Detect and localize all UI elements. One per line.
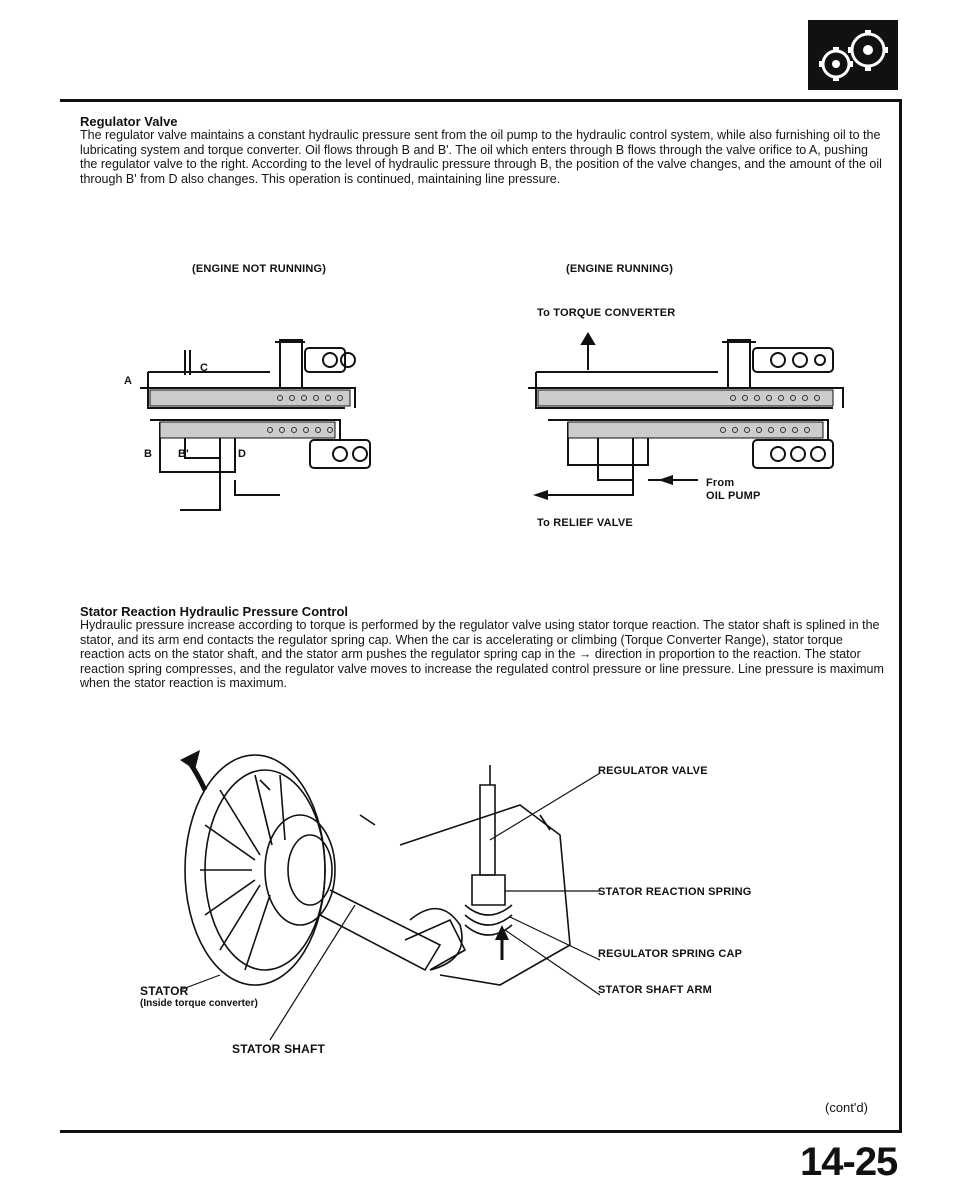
stator-sub-callout: (Inside torque converter) [140, 998, 258, 1009]
regulator-valve-callout: REGULATOR VALVE [598, 765, 708, 777]
port-d-label: D [238, 448, 246, 460]
stator-shaft-arm-callout: STATOR SHAFT ARM [598, 984, 712, 996]
top-rule [60, 99, 902, 102]
port-b-prime-label: B' [178, 448, 189, 460]
regulator-valve-diagram-engine-running [508, 330, 848, 520]
regulator-valve-paragraph: The regulator valve maintains a constant… [80, 128, 886, 186]
stator-reaction-paragraph: Hydraulic pressure increase according to… [80, 618, 886, 691]
to-torque-converter-label: To TORQUE CONVERTER [537, 307, 675, 319]
engine-running-title: (ENGINE RUNNING) [566, 263, 673, 275]
stator-reaction-spring-callout: STATOR REACTION SPRING [598, 886, 752, 898]
stator-shaft-callout: STATOR SHAFT [232, 1042, 325, 1056]
regulator-spring-cap-callout: REGULATOR SPRING CAP [598, 948, 742, 960]
port-c-label: C [200, 362, 208, 374]
continued-note: (cont'd) [825, 1100, 868, 1115]
right-rule [899, 99, 902, 1132]
page-number: 14-25 [800, 1140, 897, 1185]
to-relief-valve-label: To RELIEF VALVE [537, 517, 633, 529]
transmission-section-icon [808, 20, 898, 90]
regulator-valve-diagram-engine-off [120, 330, 380, 520]
stator-callout: STATOR [140, 984, 189, 998]
stator-reaction-heading: Stator Reaction Hydraulic Pressure Contr… [80, 604, 348, 619]
bottom-rule [60, 1130, 902, 1133]
port-a-label: A [124, 375, 132, 387]
from-label: From [706, 477, 734, 489]
oil-pump-label: OIL PUMP [706, 490, 761, 502]
port-b-label: B [144, 448, 152, 460]
regulator-valve-heading: Regulator Valve [80, 114, 178, 129]
engine-not-running-title: (ENGINE NOT RUNNING) [192, 263, 326, 275]
